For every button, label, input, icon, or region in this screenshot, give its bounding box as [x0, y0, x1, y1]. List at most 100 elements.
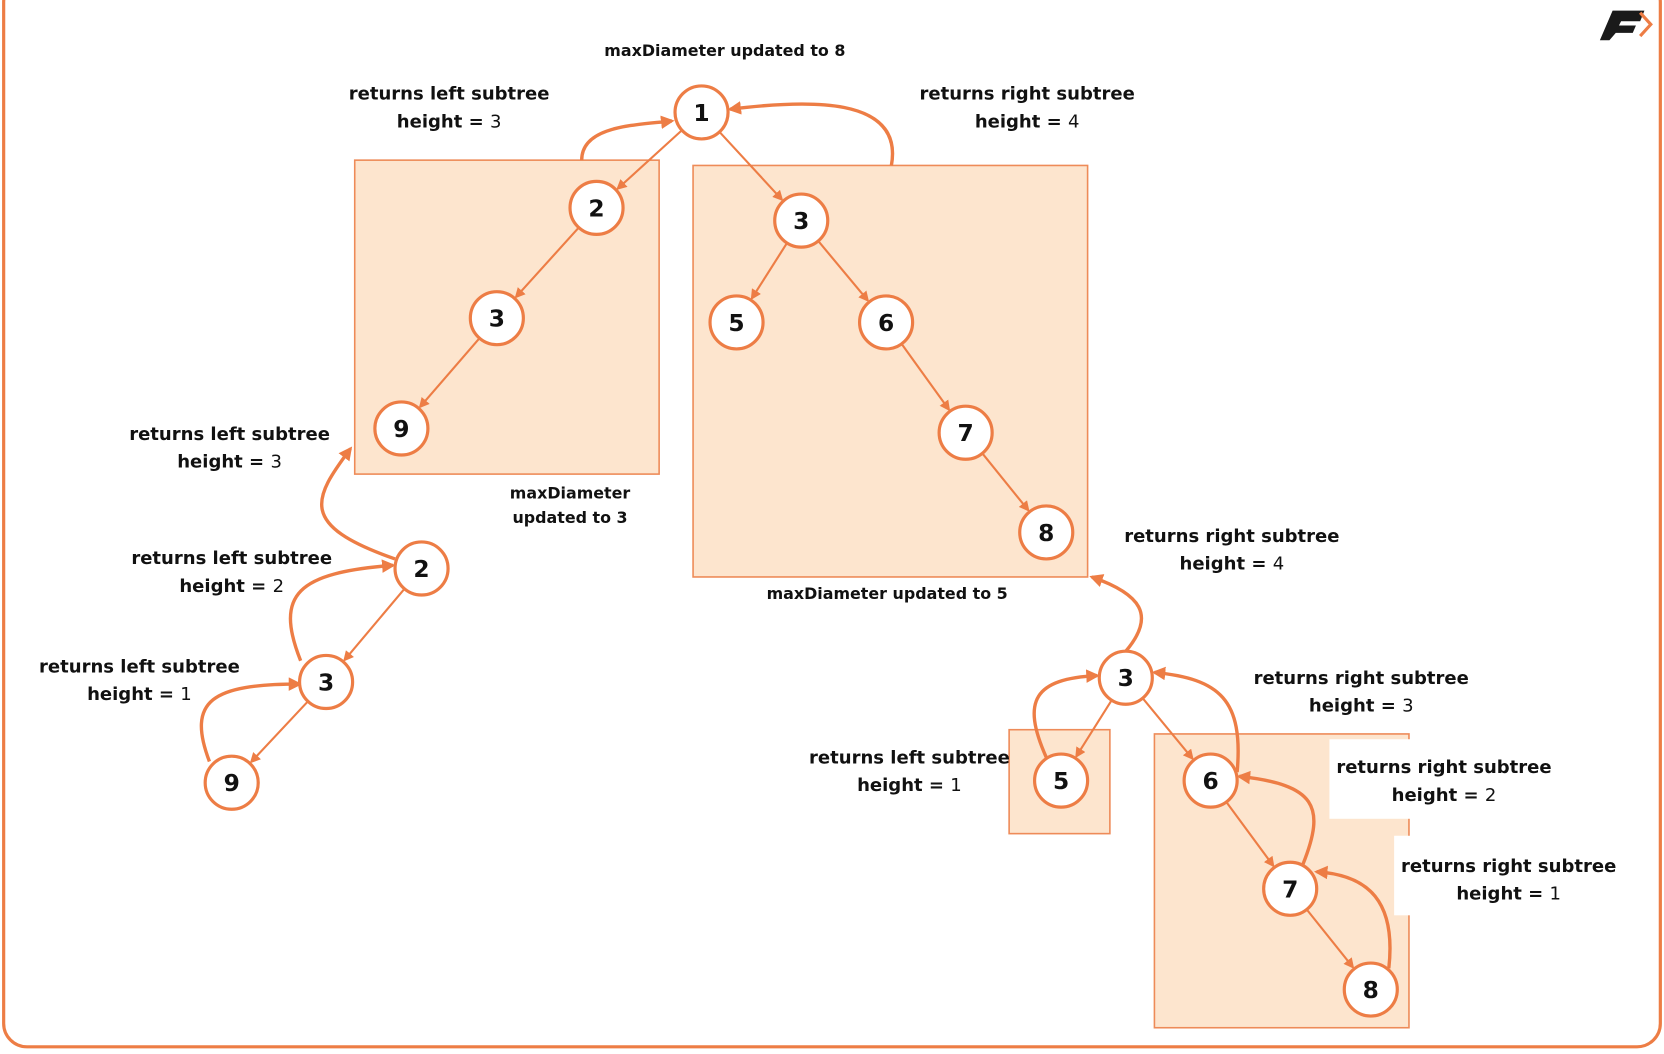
height-prefix: height =: [177, 452, 270, 473]
node-value: 2: [413, 555, 429, 583]
label-line1: returns left subtree: [809, 748, 1010, 769]
node-value: 1: [693, 99, 709, 127]
edge-l2-l3: [514, 226, 580, 299]
label-top-right: returns right subtree height = 4: [920, 84, 1135, 133]
node-value: 7: [958, 419, 974, 447]
label-line1: returns left subtree: [39, 656, 240, 677]
return-arrows: [199, 101, 1392, 969]
label-line2: height = 2: [179, 576, 284, 597]
node-value: 6: [878, 309, 894, 337]
tree-node-l2: 2: [568, 179, 625, 236]
tree-node-r7: 7: [937, 404, 994, 461]
edge-br3-br5: [1075, 699, 1113, 759]
label-line1: returns right subtree: [920, 84, 1135, 105]
height-value: 4: [1273, 554, 1284, 575]
height-value: 2: [273, 576, 284, 597]
return-bl3-to-bl2: [288, 559, 396, 662]
tree-node-root: 1: [673, 84, 730, 141]
edge-bl3-bl9: [249, 700, 309, 764]
label-line1: returns right subtree: [1336, 757, 1551, 778]
height-value: 1: [950, 775, 961, 796]
tree-node-r5: 5: [708, 294, 765, 351]
label-line1: returns left subtree: [129, 424, 330, 445]
height-value: 3: [490, 111, 501, 132]
brand-logo: [1599, 10, 1653, 41]
height-prefix: height =: [87, 684, 180, 705]
node-value: 6: [1203, 767, 1219, 795]
tree-node-r3: 3: [773, 192, 830, 249]
label-line1: returns right subtree: [1124, 526, 1339, 547]
label-line2: height = 2: [1392, 785, 1497, 806]
label-right-c: returns left subtree height = 1: [809, 748, 1010, 797]
return-br5-to-br3: [1032, 669, 1100, 758]
tree-node-bl9: 9: [203, 754, 260, 811]
node-value: 5: [1053, 767, 1069, 795]
node-circle: [1097, 649, 1154, 706]
height-prefix: height =: [1392, 785, 1485, 806]
edge-root-l2: [616, 129, 683, 191]
left-max-diameter-note-line1: maxDiameter: [510, 483, 631, 502]
node-circle: [373, 400, 430, 457]
label-left-c: returns left subtree height = 1: [39, 656, 240, 705]
label-mask: [1394, 835, 1411, 916]
node-circle: [1018, 504, 1075, 561]
height-value: 1: [180, 684, 191, 705]
right-max-diameter-note: maxDiameter updated to 5: [767, 584, 1008, 603]
node-circle: [468, 290, 525, 347]
return-left-to-root: [580, 115, 675, 161]
height-value: 3: [1402, 696, 1413, 717]
tree-node-br6: 6: [1182, 752, 1239, 809]
label-mask: [1329, 739, 1411, 819]
height-value: 4: [1068, 111, 1079, 132]
node-circle: [708, 294, 765, 351]
label-line1: returns left subtree: [349, 84, 550, 105]
height-prefix: height =: [857, 775, 950, 796]
height-prefix: height =: [975, 111, 1068, 132]
node-circle: [297, 653, 355, 711]
return-br3-to-rightbox: [1089, 574, 1144, 653]
node-circle: [568, 179, 625, 236]
label-line1: returns right subtree: [1254, 668, 1469, 689]
label-top-left: returns left subtree height = 3: [349, 84, 550, 133]
edge-root-r3: [718, 131, 784, 202]
node-circle: [1182, 752, 1239, 809]
node-value: 8: [1038, 519, 1054, 547]
height-prefix: height =: [397, 111, 490, 132]
height-value: 2: [1485, 785, 1496, 806]
node-value: 3: [793, 207, 809, 235]
return-br8-to-br7: [1313, 865, 1392, 969]
label-line2: height = 4: [1180, 554, 1285, 575]
tree-node-l3: 3: [468, 290, 525, 347]
label-left-a: returns left subtree height = 3: [129, 424, 330, 473]
height-value: 1: [1550, 883, 1561, 904]
return-bl2-to-leftbox: [320, 446, 396, 561]
node-value: 8: [1363, 976, 1379, 1004]
edge-l3-l9: [418, 337, 481, 409]
tree-node-bl3: 3: [297, 653, 355, 711]
node-circle: [1342, 961, 1399, 1018]
label-line2: height = 3: [1309, 696, 1414, 717]
root-max-diameter-note: maxDiameter updated to 8: [604, 41, 845, 60]
node-value: 2: [588, 194, 604, 222]
label-line2: height = 3: [397, 111, 502, 132]
label-line2: height = 1: [857, 775, 962, 796]
height-prefix: height =: [1309, 696, 1402, 717]
tree-edges: [249, 129, 1355, 969]
label-line2: height = 1: [1456, 883, 1561, 904]
tree-node-l9: 9: [373, 400, 430, 457]
height-prefix: height =: [1180, 554, 1273, 575]
node-circle: [203, 754, 260, 811]
return-br7-to-br6: [1236, 770, 1316, 866]
node-value: 9: [393, 415, 409, 443]
edge-br6-br7: [1225, 801, 1275, 868]
node-value: 3: [318, 668, 334, 696]
edge-r7-r8: [981, 452, 1030, 512]
height-value: 3: [270, 452, 281, 473]
edge-r6-r7: [900, 343, 951, 412]
label-line2: height = 1: [87, 684, 192, 705]
